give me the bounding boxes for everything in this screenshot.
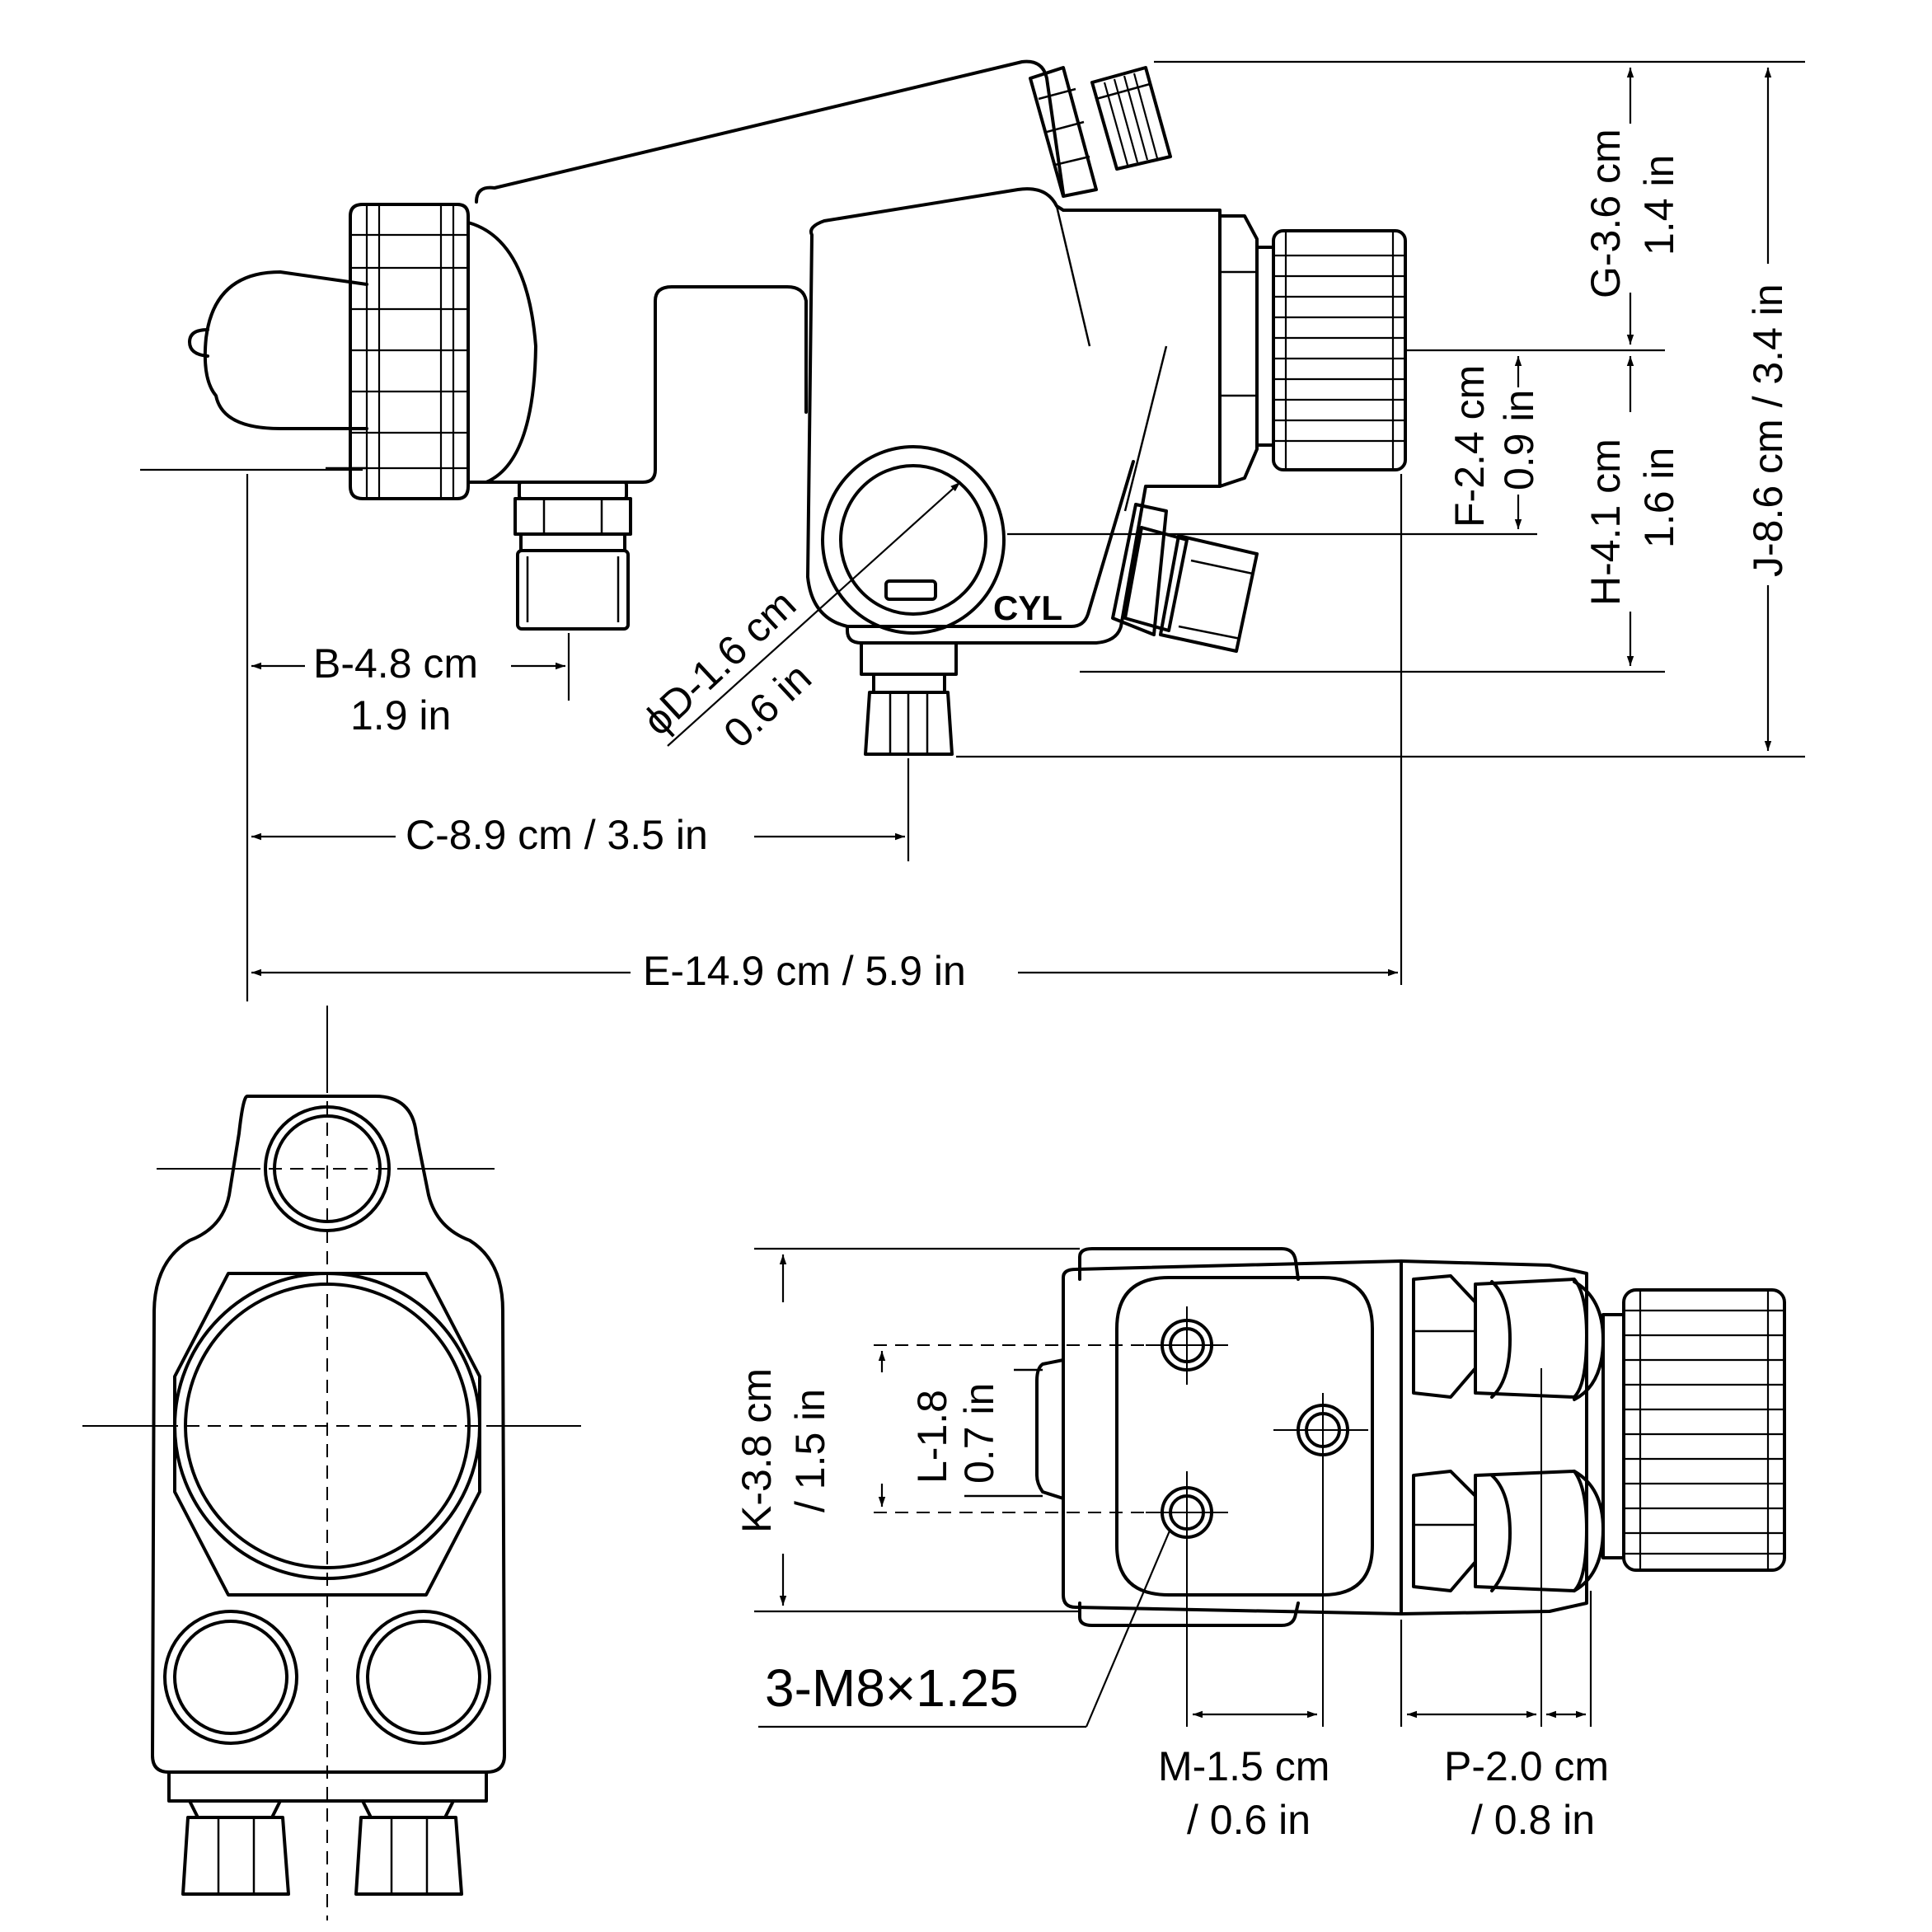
dim-G-cm: G-3.6 cm (1583, 129, 1629, 298)
front-view (82, 1006, 581, 1920)
cylinder-face (846, 460, 1135, 628)
dim-G-in: 1.4 in (1636, 155, 1682, 256)
dim-B-cm: B-4.8 cm (313, 640, 478, 687)
dim-M-in: / 0.6 in (1187, 1797, 1311, 1843)
dim-F-cm: F-2.4 cm (1447, 365, 1493, 528)
front-view-outline (151, 1095, 506, 1774)
thread-label: 3-M8×1.25 (765, 1658, 1019, 1718)
gun-head-dome (467, 221, 537, 484)
nozzle-cap (203, 270, 368, 430)
dim-M-cm: M-1.5 cm (1158, 1743, 1329, 1789)
bottom-hex-fitting (864, 673, 954, 756)
nozzle-tip (188, 328, 209, 358)
side-view: CYL (140, 59, 1805, 1001)
cylinder-air-port (821, 445, 1006, 635)
cylinder-body (806, 187, 1222, 645)
fluid-inlet-fitting (513, 481, 632, 631)
dim-P-cm: P-2.0 cm (1444, 1743, 1609, 1789)
dim-B-in: 1.9 in (350, 692, 451, 739)
gun-upper-barrel (475, 59, 1065, 204)
dim-L-cm: L-1.8 (909, 1390, 955, 1484)
dim-K-in: / 1.5 in (787, 1389, 833, 1512)
dim-K-cm: K-3.8 cm (734, 1368, 780, 1533)
rear-knurled-knob (1218, 214, 1407, 488)
top-view: K-3.8 cm / 1.5 in L-1.8 0.7 in 3-M8×1.25… (734, 1247, 1786, 1843)
side-angled-fitting (1111, 503, 1259, 653)
front-knurled-ring (349, 203, 470, 500)
gun-lower-body (485, 285, 808, 484)
dim-H-cm: H-4.1 cm (1583, 438, 1629, 606)
dim-J: J-8.6 cm / 3.4 in (1745, 284, 1791, 577)
dim-F-in: 0.9 in (1496, 390, 1542, 490)
dim-E: E-14.9 cm / 5.9 in (643, 948, 966, 994)
dim-H-in: 1.6 in (1636, 448, 1682, 548)
cyl-label: CYL (993, 589, 1062, 627)
dim-P-in: / 0.8 in (1471, 1797, 1595, 1843)
dim-L-in: 0.7 in (956, 1383, 1002, 1484)
dim-C: C-8.9 cm / 3.5 in (406, 812, 708, 858)
top-needle-adjuster (1029, 66, 1172, 198)
